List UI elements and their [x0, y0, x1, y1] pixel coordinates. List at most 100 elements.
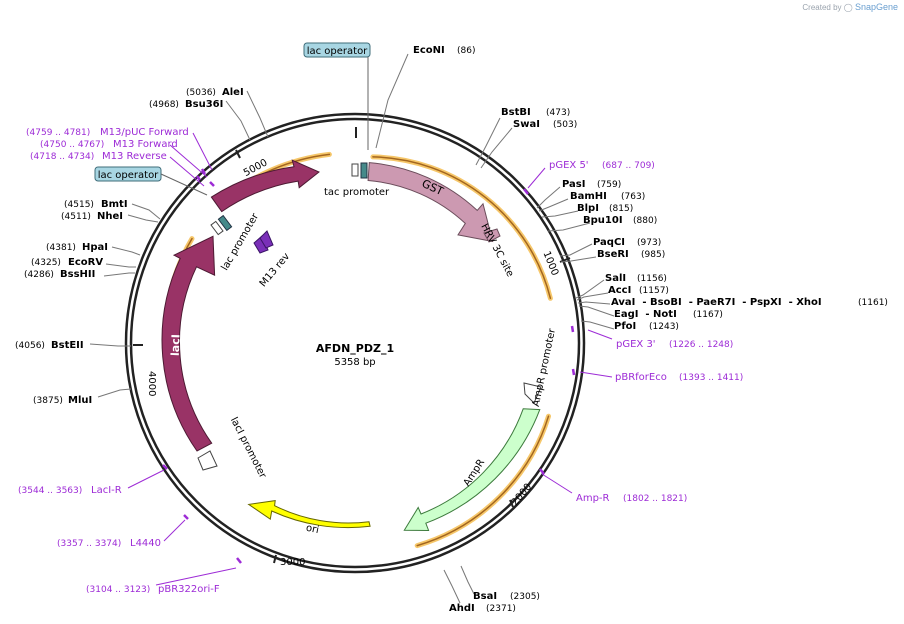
primer-m13rev[interactable]: (4718 .. 4734) M13 Reverse	[30, 151, 167, 162]
enzyme-bsteii[interactable]: (4056) BstEII	[15, 340, 84, 351]
enzyme-bsu36i[interactable]: (4968) Bsu36I	[149, 99, 223, 110]
svg-text:(4759 .. 4781): (4759 .. 4781)	[26, 128, 90, 138]
enzyme-paqci[interactable]: PaqCI (973)	[593, 237, 661, 248]
feature-ori[interactable]: ori	[247, 500, 371, 537]
enzyme-mlui[interactable]: (3875) MluI	[33, 395, 92, 406]
enzyme-blpi[interactable]: BlpI (815)	[577, 203, 633, 214]
primer-pbrforeco[interactable]: pBRforEco (1393 .. 1411)	[615, 372, 743, 383]
svg-text:lac operator: lac operator	[98, 170, 159, 181]
enzyme-bmti[interactable]: (4515) BmtI	[64, 199, 128, 210]
backbone-inner	[129, 117, 581, 569]
enzyme-avai-group[interactable]: AvaI - BsoBI - PaeR7I - PspXI - XhoI (11…	[611, 297, 888, 308]
enzyme-pfoi[interactable]: PfoI (1243)	[614, 321, 679, 332]
feature-gst[interactable]: GST	[367, 162, 494, 243]
svg-text:(5036): (5036)	[186, 88, 216, 98]
snapgene-logo-icon: ◯	[843, 3, 853, 12]
svg-text:SalI: SalI	[605, 273, 626, 284]
svg-text:M13 Reverse: M13 Reverse	[102, 151, 167, 162]
svg-text:(4381): (4381)	[46, 243, 76, 253]
credit-prefix: Created by	[802, 3, 842, 12]
svg-text:BstEII: BstEII	[51, 340, 84, 351]
svg-text:L4440: L4440	[130, 538, 161, 549]
tick-label-4000: 4000	[146, 371, 157, 396]
enzyme-ahdi[interactable]: AhdI (2371)	[449, 603, 516, 614]
enzyme-nhei[interactable]: (4511) NheI	[61, 211, 123, 222]
svg-text:PaqCI: PaqCI	[593, 237, 625, 248]
svg-text:(86): (86)	[457, 46, 475, 56]
backbone-outer	[124, 112, 586, 574]
svg-text:M13/pUC Forward: M13/pUC Forward	[100, 127, 189, 138]
laci-arrow	[161, 235, 216, 452]
svg-text:(1167): (1167)	[693, 310, 723, 320]
svg-text:AvaI - BsoBI - PaeR7I - Psp: AvaI - BsoBI - PaeR7I - PspXI - XhoI	[611, 297, 822, 308]
svg-text:pGEX 5': pGEX 5'	[549, 160, 589, 171]
enzyme-bamhi[interactable]: BamHI (763)	[570, 191, 645, 202]
primer-m13puc[interactable]: (4759 .. 4781) M13/pUC Forward	[26, 127, 189, 138]
svg-text:Amp-R: Amp-R	[576, 493, 610, 504]
enzyme-econi[interactable]: EcoNI (86)	[413, 45, 475, 56]
lac-operator-1: lac operator	[303, 42, 371, 150]
ori-arrow	[247, 500, 371, 529]
primer-pbr322ori[interactable]: (3104 .. 3123) pBR322ori-F	[86, 584, 220, 595]
svg-text:(2305): (2305)	[510, 592, 540, 602]
svg-text:MluI: MluI	[68, 395, 92, 406]
feature-m13rev	[253, 230, 274, 254]
ampr-arrow	[403, 408, 541, 532]
enzyme-bsai[interactable]: BsaI (2305)	[473, 591, 540, 602]
svg-text:(759): (759)	[597, 180, 621, 190]
svg-text:EcoNI: EcoNI	[413, 45, 445, 56]
svg-text:Bsu36I: Bsu36I	[185, 99, 223, 110]
primer-pgex3[interactable]: pGEX 3' (1226 .. 1248)	[616, 339, 733, 350]
primer-lacir[interactable]: (3544 .. 3563) LacI-R	[18, 485, 122, 496]
map-title: AFDN_PDZ_1	[316, 342, 394, 355]
enzyme-bseri[interactable]: BseRI (985)	[597, 249, 665, 260]
svg-text:(1802 .. 1821): (1802 .. 1821)	[623, 494, 687, 504]
enzyme-bpu10i[interactable]: Bpu10I (880)	[583, 215, 657, 226]
m13rev-label: M13 rev	[258, 251, 293, 289]
feature-tac-promoter-2	[210, 214, 233, 236]
ori-label: ori	[305, 523, 320, 536]
svg-text:HpaI: HpaI	[82, 242, 108, 253]
svg-text:BssHII: BssHII	[60, 269, 95, 280]
svg-text:(4515): (4515)	[64, 200, 94, 210]
svg-text:(2371): (2371)	[486, 604, 516, 614]
enzyme-bstbi[interactable]: BstBI (473)	[501, 107, 570, 118]
svg-text:(4056): (4056)	[15, 341, 45, 351]
credit-brand: SnapGene	[854, 2, 898, 12]
map-size: 5358 bp	[334, 357, 375, 368]
svg-text:EagI - NotI: EagI - NotI	[614, 309, 677, 320]
primer-pgex5[interactable]: pGEX 5' (687 .. 709)	[549, 160, 655, 171]
enzyme-sali[interactable]: SalI (1156)	[605, 273, 667, 284]
svg-text:(473): (473)	[546, 108, 570, 118]
primer-m13fwd[interactable]: (4750 .. 4767) M13 Forward	[40, 139, 178, 150]
svg-text:EcoRV: EcoRV	[68, 257, 103, 268]
enzyme-swai[interactable]: SwaI (503)	[513, 119, 577, 130]
primer-ampr[interactable]: Amp-R (1802 .. 1821)	[576, 493, 687, 504]
enzyme-ecorv[interactable]: (4325) EcoRV	[31, 257, 103, 268]
laci-promoter-label: lacI promoter	[228, 416, 269, 481]
svg-text:BsaI: BsaI	[473, 591, 497, 602]
enzyme-acci[interactable]: AccI (1157)	[608, 285, 669, 296]
svg-text:NheI: NheI	[97, 211, 123, 222]
enzyme-bsshii[interactable]: (4286) BssHII	[24, 269, 95, 280]
enzyme-leaders	[89, 53, 615, 604]
svg-text:BmtI: BmtI	[101, 199, 128, 210]
svg-text:pGEX 3': pGEX 3'	[616, 339, 656, 350]
tick-marks	[133, 127, 571, 564]
svg-text:(985): (985)	[641, 250, 665, 260]
svg-text:(687 .. 709): (687 .. 709)	[602, 161, 655, 171]
enzyme-hpai[interactable]: (4381) HpaI	[46, 242, 108, 253]
svg-text:(880): (880)	[633, 216, 657, 226]
svg-text:(1393 .. 1411): (1393 .. 1411)	[679, 373, 743, 383]
primer-l4440[interactable]: (3357 .. 3374) L4440	[57, 538, 161, 549]
feature-ampr[interactable]: AmpR	[403, 408, 541, 532]
svg-text:PfoI: PfoI	[614, 321, 636, 332]
feature-laci[interactable]: lacI	[161, 235, 216, 452]
enzyme-pasi[interactable]: PasI (759)	[562, 179, 621, 190]
ampr-promoter-label: AmpR promoter	[531, 327, 558, 408]
svg-text:(815): (815)	[609, 204, 633, 214]
svg-text:(973): (973)	[637, 238, 661, 248]
enzyme-alei[interactable]: (5036) AleI	[186, 87, 244, 98]
svg-text:(3544 .. 3563): (3544 .. 3563)	[18, 486, 82, 496]
enzyme-eagi-group[interactable]: EagI - NotI (1167)	[614, 309, 723, 320]
